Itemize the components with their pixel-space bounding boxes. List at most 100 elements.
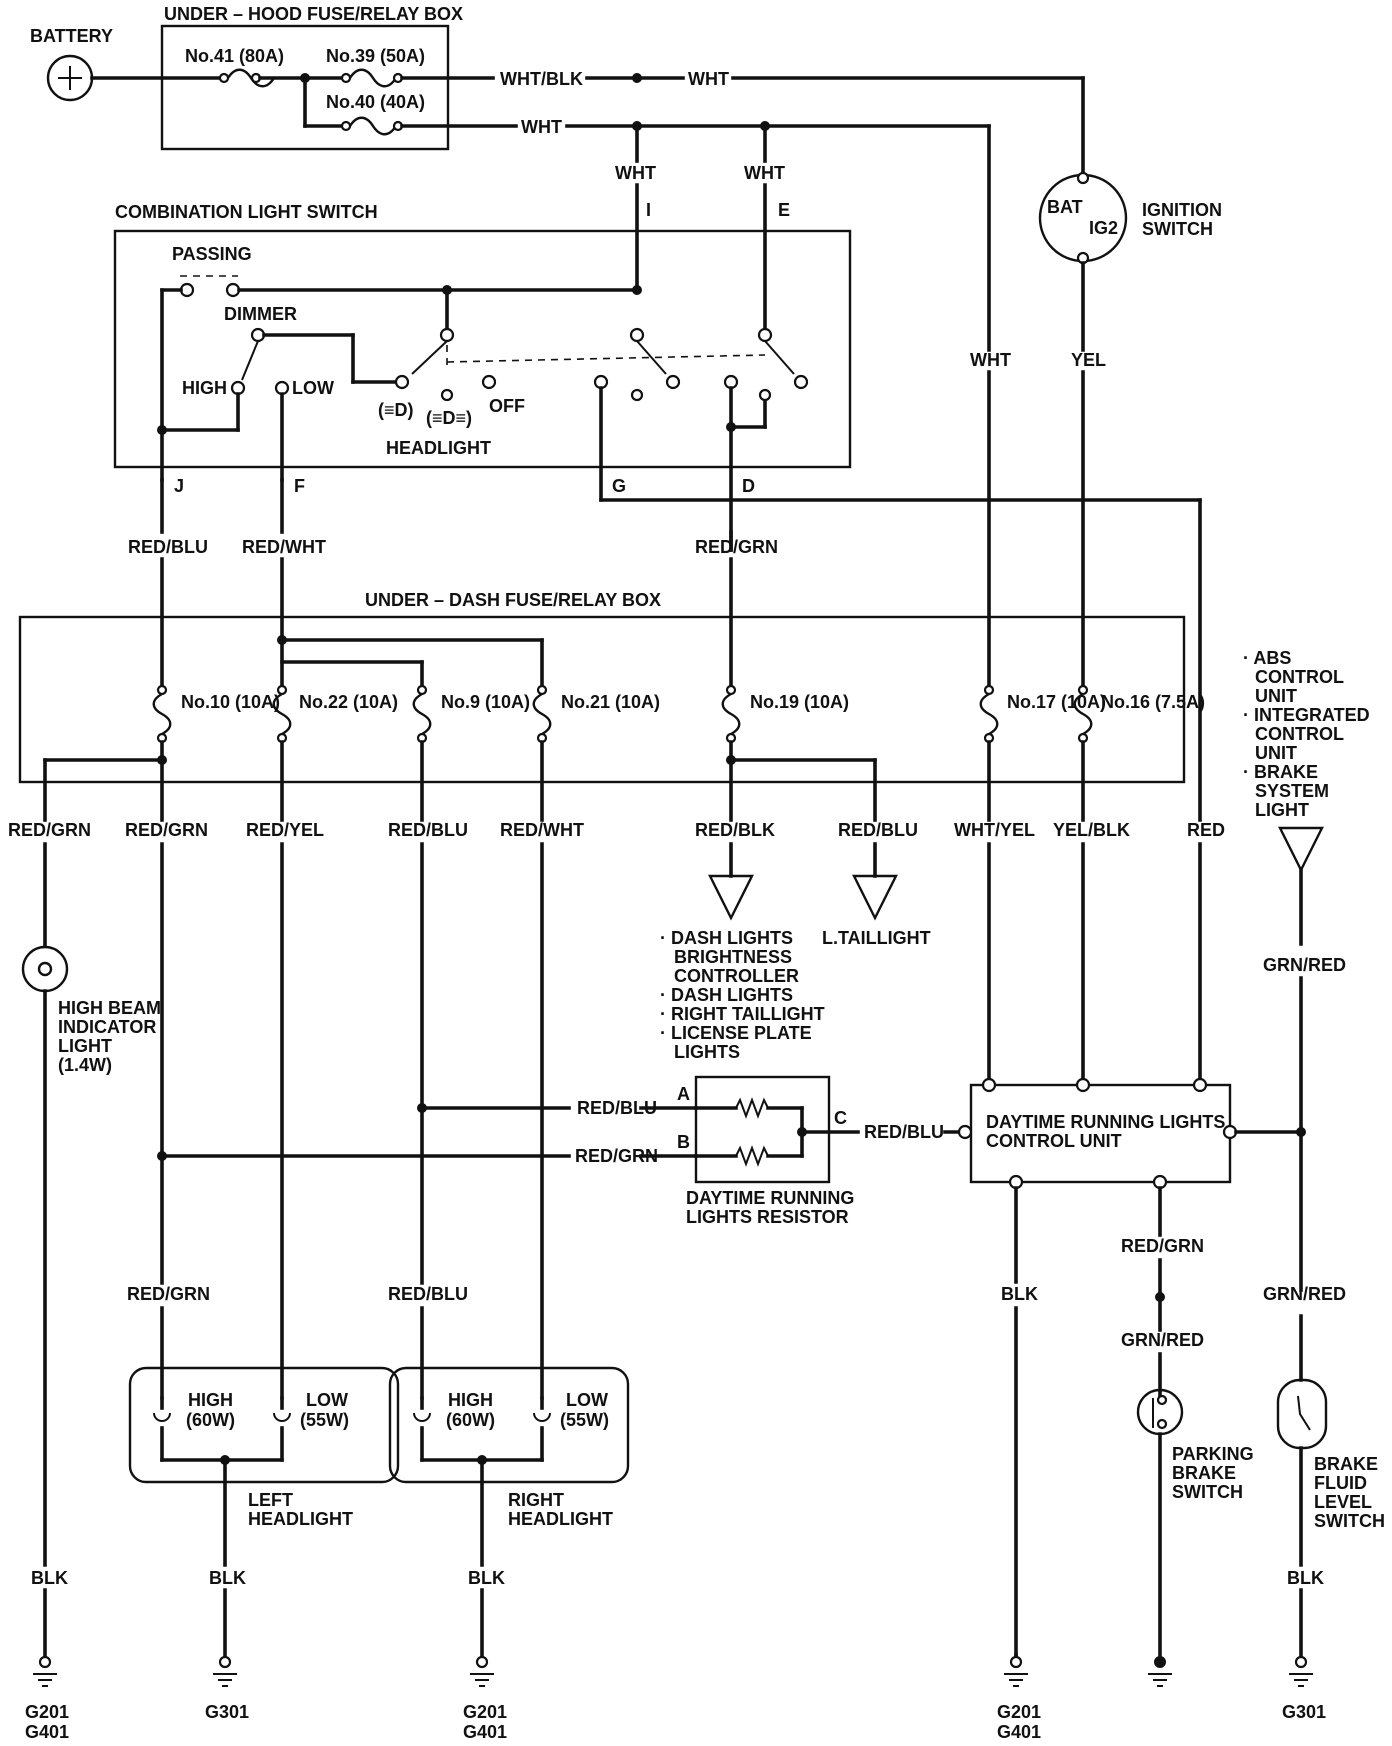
terminal-label: B (677, 1132, 690, 1152)
fuse-label: No.21 (10A) (561, 692, 660, 712)
fuse-label: No.17 (10A) (1007, 692, 1106, 712)
ground-symbol (1148, 1656, 1172, 1687)
wire-color-label: RED/WHT (500, 820, 584, 840)
fuse-no19 (721, 684, 741, 744)
headlight-switch-label: HEADLIGHT (386, 438, 491, 458)
dimmer-label: DIMMER (224, 304, 297, 324)
ground-symbol (1289, 1655, 1313, 1687)
wire-color-label: RED/GRN (695, 537, 778, 557)
fuse-no22 (272, 684, 292, 744)
fuse-no16 (1073, 684, 1093, 744)
battery-label: BATTERY (30, 26, 113, 46)
wire-color-label: BLK (1001, 1284, 1038, 1304)
fuse-no10 (152, 684, 172, 744)
ignition-bat-label: BAT (1047, 197, 1083, 217)
parking-brake-switch (1136, 1388, 1184, 1436)
wire-color-label: RED/GRN (127, 1284, 210, 1304)
wire-color-label: BLK (1287, 1568, 1324, 1588)
terminal-label: G (612, 476, 626, 496)
l-taillight-label: L.TAILLIGHT (822, 928, 931, 948)
wire-color-label: WHT (744, 163, 785, 183)
terminal-label: J (174, 476, 184, 496)
fuse-label: No.16 (7.5A) (1101, 692, 1205, 712)
ground-symbol (1004, 1655, 1028, 1687)
high-beam-indicator-label: HIGH BEAM INDICATOR LIGHT (1.4W) (58, 998, 166, 1075)
fuse-no39 (348, 68, 398, 88)
l-taillight-connector (852, 874, 898, 921)
fuse-label: No.19 (10A) (750, 692, 849, 712)
wire-color-label: RED/BLK (695, 820, 775, 840)
ground-label: G301 (1282, 1702, 1326, 1722)
high-label: HIGH (182, 378, 227, 398)
dash-lights-connector (708, 874, 754, 921)
ground-label: G401 (463, 1722, 507, 1742)
ground-symbol (213, 1655, 237, 1687)
ground-label: G201 (25, 1702, 69, 1722)
terminal-label: I (646, 200, 651, 220)
wire-color-label: GRN/RED (1263, 1284, 1346, 1304)
wire-color-label: RED/BLU (864, 1122, 944, 1142)
ground-label: G401 (997, 1722, 1041, 1742)
wire-color-label: BLK (31, 1568, 68, 1588)
ground-label: G201 (997, 1702, 1041, 1722)
fuse40-label: No.40 (40A) (326, 92, 425, 112)
wire-color-label: GRN/RED (1121, 1330, 1204, 1350)
parking-position-label: (≡D≡) (426, 408, 472, 428)
fuse-label: No.22 (10A) (299, 692, 398, 712)
wire-color-label: RED/YEL (246, 820, 324, 840)
wire-color-label: YEL/BLK (1053, 820, 1130, 840)
ground-label: G401 (25, 1722, 69, 1742)
wire-color-label: WHT (615, 163, 656, 183)
wire-color-label: WHT (688, 69, 729, 89)
abs-destinations: · ABS CONTROL UNIT · INTEGRATED CONTROL … (1243, 648, 1375, 820)
terminal-label: D (742, 476, 755, 496)
wire-color-label: RED/BLU (388, 820, 468, 840)
battery-symbol (46, 54, 94, 102)
abs-connector (1278, 826, 1324, 873)
wire-color-label: RED/GRN (575, 1146, 658, 1166)
passing-label: PASSING (172, 244, 252, 264)
wire-color-label: RED/BLU (388, 1284, 468, 1304)
ground-label: G201 (463, 1702, 507, 1722)
drl-control-unit-label: DAYTIME RUNNING LIGHTS CONTROL UNIT (986, 1112, 1230, 1151)
wire-color-label: YEL (1071, 350, 1106, 370)
resistor-b (735, 1145, 769, 1167)
drl-resistor-label: DAYTIME RUNNING LIGHTS RESISTOR (686, 1188, 859, 1227)
wire-color-label: BLK (468, 1568, 505, 1588)
wire-color-label: BLK (209, 1568, 246, 1588)
wire-color-label: RED/GRN (125, 820, 208, 840)
underhood-box-label: UNDER – HOOD FUSE/RELAY BOX (164, 4, 463, 24)
underdash-fuse-box (18, 615, 1186, 784)
ground-symbol (33, 1655, 57, 1687)
combination-light-switch-box (113, 229, 852, 469)
wire-color-label: GRN/RED (1263, 955, 1346, 975)
wire-color-label: RED/GRN (8, 820, 91, 840)
wire-color-label: RED/BLU (838, 820, 918, 840)
fuse-no40 (348, 116, 398, 136)
wire-color-label: RED/BLU (128, 537, 208, 557)
fuse-label: No.9 (10A) (441, 692, 530, 712)
wire-color-label: WHT (521, 117, 562, 137)
ground-label: G301 (205, 1702, 249, 1722)
wire-color-label: WHT (970, 350, 1011, 370)
fuse-no9 (412, 684, 432, 744)
fuse41-label: No.41 (80A) (185, 46, 284, 66)
terminal-label: F (294, 476, 305, 496)
fuse39-label: No.39 (50A) (326, 46, 425, 66)
underdash-box-label: UNDER – DASH FUSE/RELAY BOX (365, 590, 661, 610)
headlight-position-label: (≡D) (378, 400, 414, 420)
left-headlight-housing (128, 1366, 400, 1484)
high-beam-indicator-light (21, 945, 69, 993)
off-label: OFF (489, 396, 525, 416)
right-high-label: HIGH(60W) (446, 1390, 495, 1430)
combo-switch-label: COMBINATION LIGHT SWITCH (115, 202, 378, 222)
wire-color-label: WHT/BLK (500, 69, 583, 89)
low-label: LOW (292, 378, 334, 398)
brake-fluid-level-switch (1276, 1378, 1328, 1450)
wire-color-label: RED/WHT (242, 537, 326, 557)
ignition-ig2-label: IG2 (1089, 218, 1118, 238)
